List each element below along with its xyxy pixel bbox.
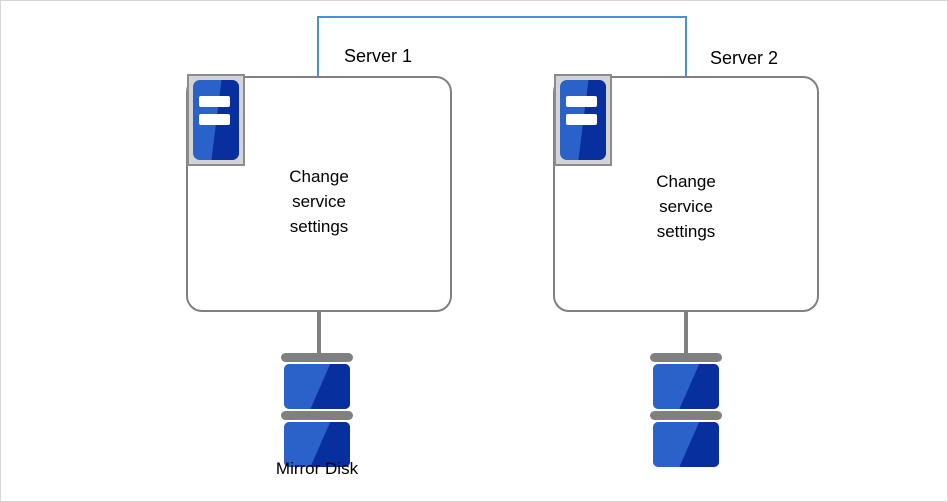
disk-bar-middle — [650, 411, 722, 420]
server-1-body-line-2: service — [292, 192, 346, 211]
mirror-disk-label: Mirror Disk — [275, 459, 359, 478]
disk-block-upper — [284, 364, 350, 409]
disk-bar-middle — [281, 411, 353, 420]
server-2-body-line-1: Change — [656, 172, 716, 191]
server-1-disk-connector — [317, 310, 321, 357]
server-1-body-text: Change service settings — [186, 164, 452, 239]
disk-block-lower — [653, 422, 719, 467]
disk-block-lower — [284, 422, 350, 467]
disk-bar-top — [650, 353, 722, 362]
server-2-body-line-3: settings — [656, 222, 716, 241]
server-2-label: Server 2 — [710, 48, 779, 68]
server-2-body-line-2: service — [659, 197, 713, 216]
mirror-disk-icon — [281, 353, 353, 467]
disk-block-upper — [653, 364, 719, 409]
server-1-label: Server 1 — [344, 46, 413, 66]
server-1-body-line-1: Change — [289, 167, 349, 186]
server-icon — [187, 74, 245, 166]
server-2-body-text: Change service settings — [553, 169, 819, 244]
disk-bar-top — [281, 353, 353, 362]
cluster-bracket-connector — [317, 16, 687, 76]
server-2-disk-connector — [684, 310, 688, 357]
server-1-body-line-3: settings — [289, 217, 349, 236]
server-icon — [554, 74, 612, 166]
mirror-disk-icon — [650, 353, 722, 467]
